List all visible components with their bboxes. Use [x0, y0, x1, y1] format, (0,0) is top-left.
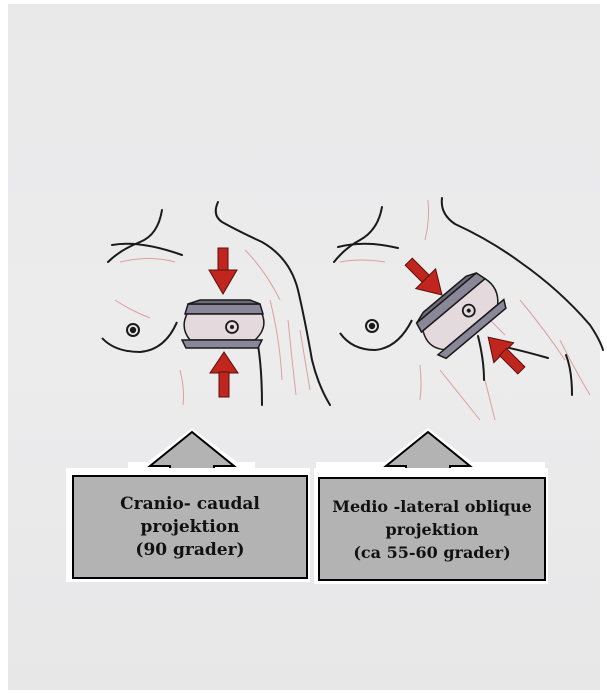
mlo-subtitle: projektion [385, 518, 478, 541]
left-breast [102, 322, 177, 352]
cranio-caudal-label: Cranio- caudal projektion (90 grader) [72, 475, 308, 579]
mlo-angle: (ca 55-60 grader) [353, 541, 510, 564]
cranio-caudal-subtitle: projektion [141, 516, 240, 539]
mlo-title: Medio -lateral oblique [332, 495, 532, 518]
cranio-caudal-angle: (90 grader) [135, 539, 244, 562]
right-figure [334, 198, 603, 420]
cranio-caudal-title: Cranio- caudal [120, 493, 260, 516]
left-compression-arrow-bottom [210, 352, 238, 397]
right-breast [340, 320, 412, 350]
mediolateral-oblique-label: Medio -lateral oblique projektion (ca 55… [318, 477, 546, 581]
left-compression-arrow-top [209, 248, 237, 294]
left-figure [102, 202, 330, 405]
left-compressor [182, 300, 264, 348]
